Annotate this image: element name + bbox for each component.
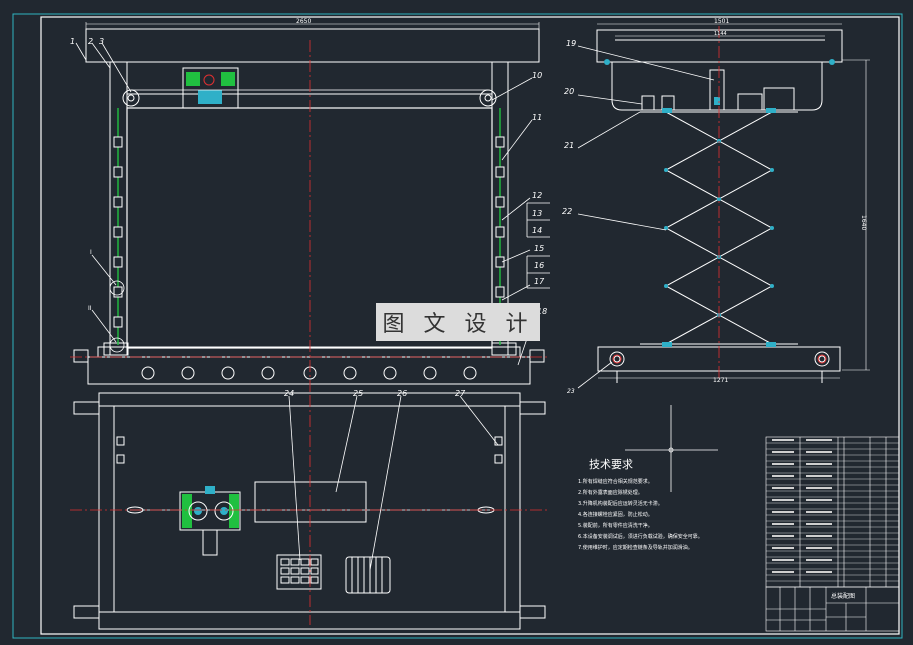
parts-list-rows [766,442,899,582]
callout-3: 3 [99,37,104,46]
watermark: 图 文 设 计 [376,303,540,341]
callout-11: 11 [532,113,542,122]
callout-13: 13 [532,209,542,218]
note-line: 1.所有焊缝应符合相关规范要求。 [578,478,653,485]
callout-1: 1 [70,37,75,46]
dim-1271: 1271 [713,377,728,384]
callout-16: 16 [534,261,544,270]
leaders-left [75,42,132,343]
parts-list-fill [772,439,832,573]
drive-unit-top [182,486,239,528]
callout-10: 10 [532,71,542,80]
callout-24: 24 [284,389,294,398]
note-line: 5.装配前，所有零件应清洗干净。 [578,522,653,529]
dim-1640: 1640 [860,215,867,230]
note-line: 4.各连接螺栓应紧固，防止松动。 [578,511,653,518]
callout-15: 15 [534,244,544,253]
detail-II: II [88,305,92,312]
callout-14: 14 [532,226,542,235]
side-bottom-red-left [612,354,622,364]
callout-22: 22 [562,207,572,216]
callout-19: 19 [566,39,576,48]
callout-26: 26 [397,389,407,398]
note-line: 2.所有外露表面应除锈处理。 [578,489,643,496]
notes-title: 技术要求 [589,458,633,471]
callout-2: 2 [88,37,93,46]
crosshair-symbol [625,405,718,492]
side-pins [604,59,835,347]
dim-1144: 1144 [714,31,727,37]
leaders-side [577,45,715,389]
callout-12: 12 [532,191,542,200]
callout-18: 18 [537,307,547,316]
notes-list: 1.所有焊缝应符合相关规范要求。 2.所有外露表面应除锈处理。 3.升降机构装配… [578,478,703,551]
title-block [765,586,900,632]
detail-I-circle [109,280,125,296]
chain-links [113,136,505,328]
detail-I: I [90,249,92,256]
leaders-top [288,395,499,571]
dim-2650: 2650 [296,18,311,25]
callout-17: 17 [534,277,545,286]
drive-unit-front [182,67,239,109]
callout-21: 21 [564,141,574,150]
callout-25: 25 [353,389,363,398]
callout-20: 20 [564,87,574,96]
callout-23: 23 [567,388,575,395]
dim-1501: 1501 [714,18,729,25]
detail-II-circle [109,337,125,353]
note-line: 6.本设备安装调试后，须进行负载试验，确保安全可靠。 [578,533,703,540]
inner-frame [40,16,900,635]
side-bottom-red-right [817,354,827,364]
note-line: 3.升降机构装配后应运转灵活无卡滞。 [578,500,663,507]
drawing-name: 总装配图 [831,592,855,600]
callout-27: 27 [455,389,466,398]
note-line: 7.使用维护时，应定期检查链条及导轨并加润滑油。 [578,544,693,551]
outer-frame [12,13,903,639]
